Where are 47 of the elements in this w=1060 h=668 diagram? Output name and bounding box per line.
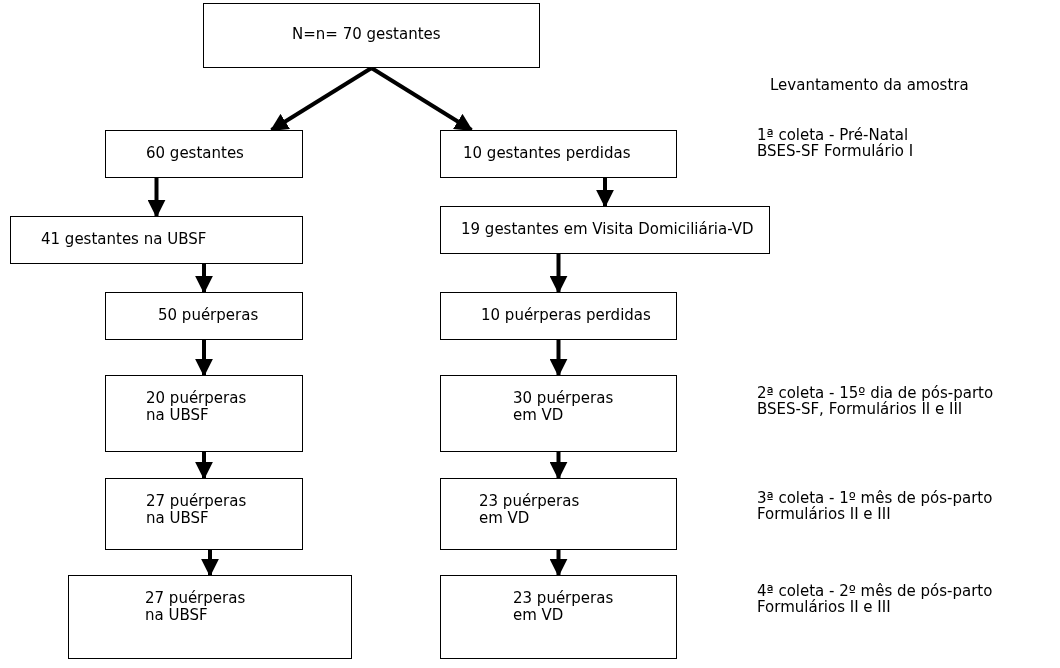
arrow xyxy=(549,254,568,294)
arrow xyxy=(201,550,219,577)
process-box xyxy=(440,130,677,178)
process-box xyxy=(440,478,677,550)
arrow xyxy=(269,66,373,132)
process-box xyxy=(10,216,303,264)
box-label: N=n= 70 gestantes xyxy=(292,26,442,43)
box-label: 19 gestantes em Visita Domiciliária-VD xyxy=(461,221,755,238)
arrow xyxy=(147,178,166,218)
box-label: 27 puérperas na UBSF xyxy=(146,493,248,527)
process-box xyxy=(105,292,303,340)
stage-note: BSES-SF, Formulários II e III xyxy=(757,401,963,417)
box-label: 27 puérperas na UBSF xyxy=(145,590,247,624)
process-box xyxy=(440,206,770,254)
box-label: 20 puérperas na UBSF xyxy=(146,390,248,424)
box-label: 23 puérperas em VD xyxy=(479,493,581,527)
process-box xyxy=(440,292,677,340)
stage-note: 1ª coleta - Pré-Natal xyxy=(757,127,909,143)
box-label: 30 puérperas em VD xyxy=(513,390,615,424)
process-box xyxy=(203,3,540,68)
arrow xyxy=(549,340,568,377)
arrow xyxy=(549,452,568,480)
process-box xyxy=(68,575,352,659)
process-box xyxy=(105,130,303,178)
stage-note: 4ª coleta - 2º mês de pós-parto xyxy=(757,583,993,599)
stage-note: BSES-SF Formulário I xyxy=(757,143,914,159)
process-box xyxy=(105,375,303,452)
arrow xyxy=(195,452,213,480)
process-box xyxy=(440,375,677,452)
arrow xyxy=(549,550,568,577)
box-label: 41 gestantes na UBSF xyxy=(41,231,208,248)
arrow xyxy=(596,178,614,208)
arrow xyxy=(195,264,213,294)
stage-note: Levantamento da amostra xyxy=(770,77,969,93)
box-label: 60 gestantes xyxy=(146,145,245,162)
process-box xyxy=(105,478,303,550)
arrow xyxy=(370,66,474,132)
stage-note: Formulários II e III xyxy=(757,506,891,522)
box-label: 10 puérperas perdidas xyxy=(481,307,652,324)
box-label: 23 puérperas em VD xyxy=(513,590,615,624)
arrow xyxy=(195,340,213,377)
stage-note: 3ª coleta - 1º mês de pós-parto xyxy=(757,490,993,506)
box-label: 10 gestantes perdidas xyxy=(463,145,632,162)
stage-note: Formulários II e III xyxy=(757,599,891,615)
stage-note: 2ª coleta - 15º dia de pós-parto xyxy=(757,385,994,401)
box-label: 50 puérperas xyxy=(158,307,260,324)
process-box xyxy=(440,575,677,659)
